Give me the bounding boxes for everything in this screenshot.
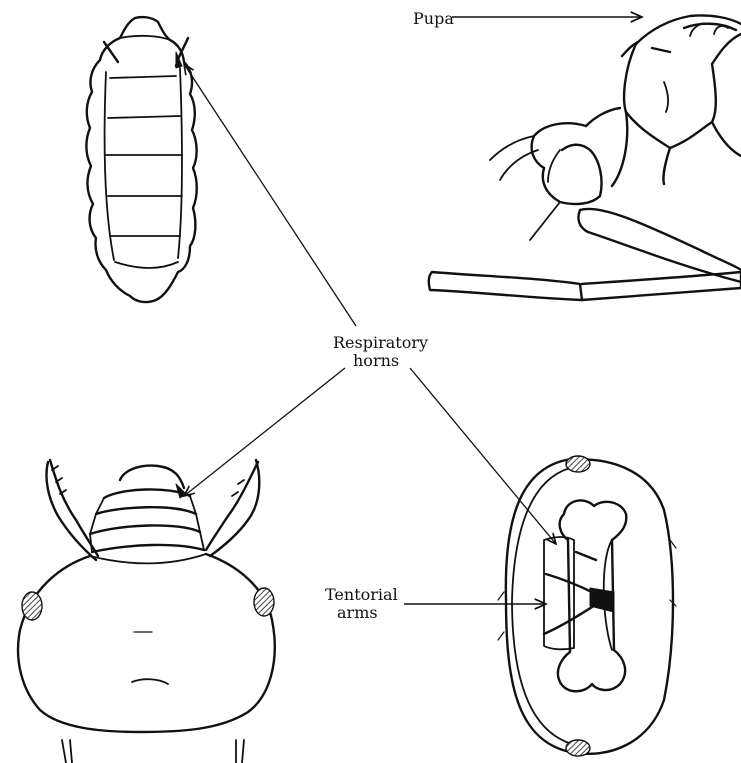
label-tentorial-line1: Tentorial — [325, 585, 398, 604]
label-pupa: Pupa — [413, 9, 454, 28]
respiratory-pointer-head — [184, 368, 345, 496]
label-respiratory-horns-group: Respiratory horns — [184, 64, 556, 544]
label-pupa-group: Pupa — [413, 9, 642, 28]
label-respiratory-line2: horns — [353, 351, 399, 370]
ventral-capsule-drawing — [498, 456, 676, 756]
pupa-dorsal-drawing — [86, 17, 196, 302]
label-respiratory-line1: Respiratory — [333, 333, 428, 352]
label-tentorial-line2: arms — [337, 603, 378, 622]
head-capsule-drawing — [18, 460, 275, 763]
respiratory-pointer-pupa — [184, 64, 356, 326]
respiratory-pointer-capsule — [410, 368, 556, 544]
pupa-lateral-drawing — [429, 15, 741, 300]
